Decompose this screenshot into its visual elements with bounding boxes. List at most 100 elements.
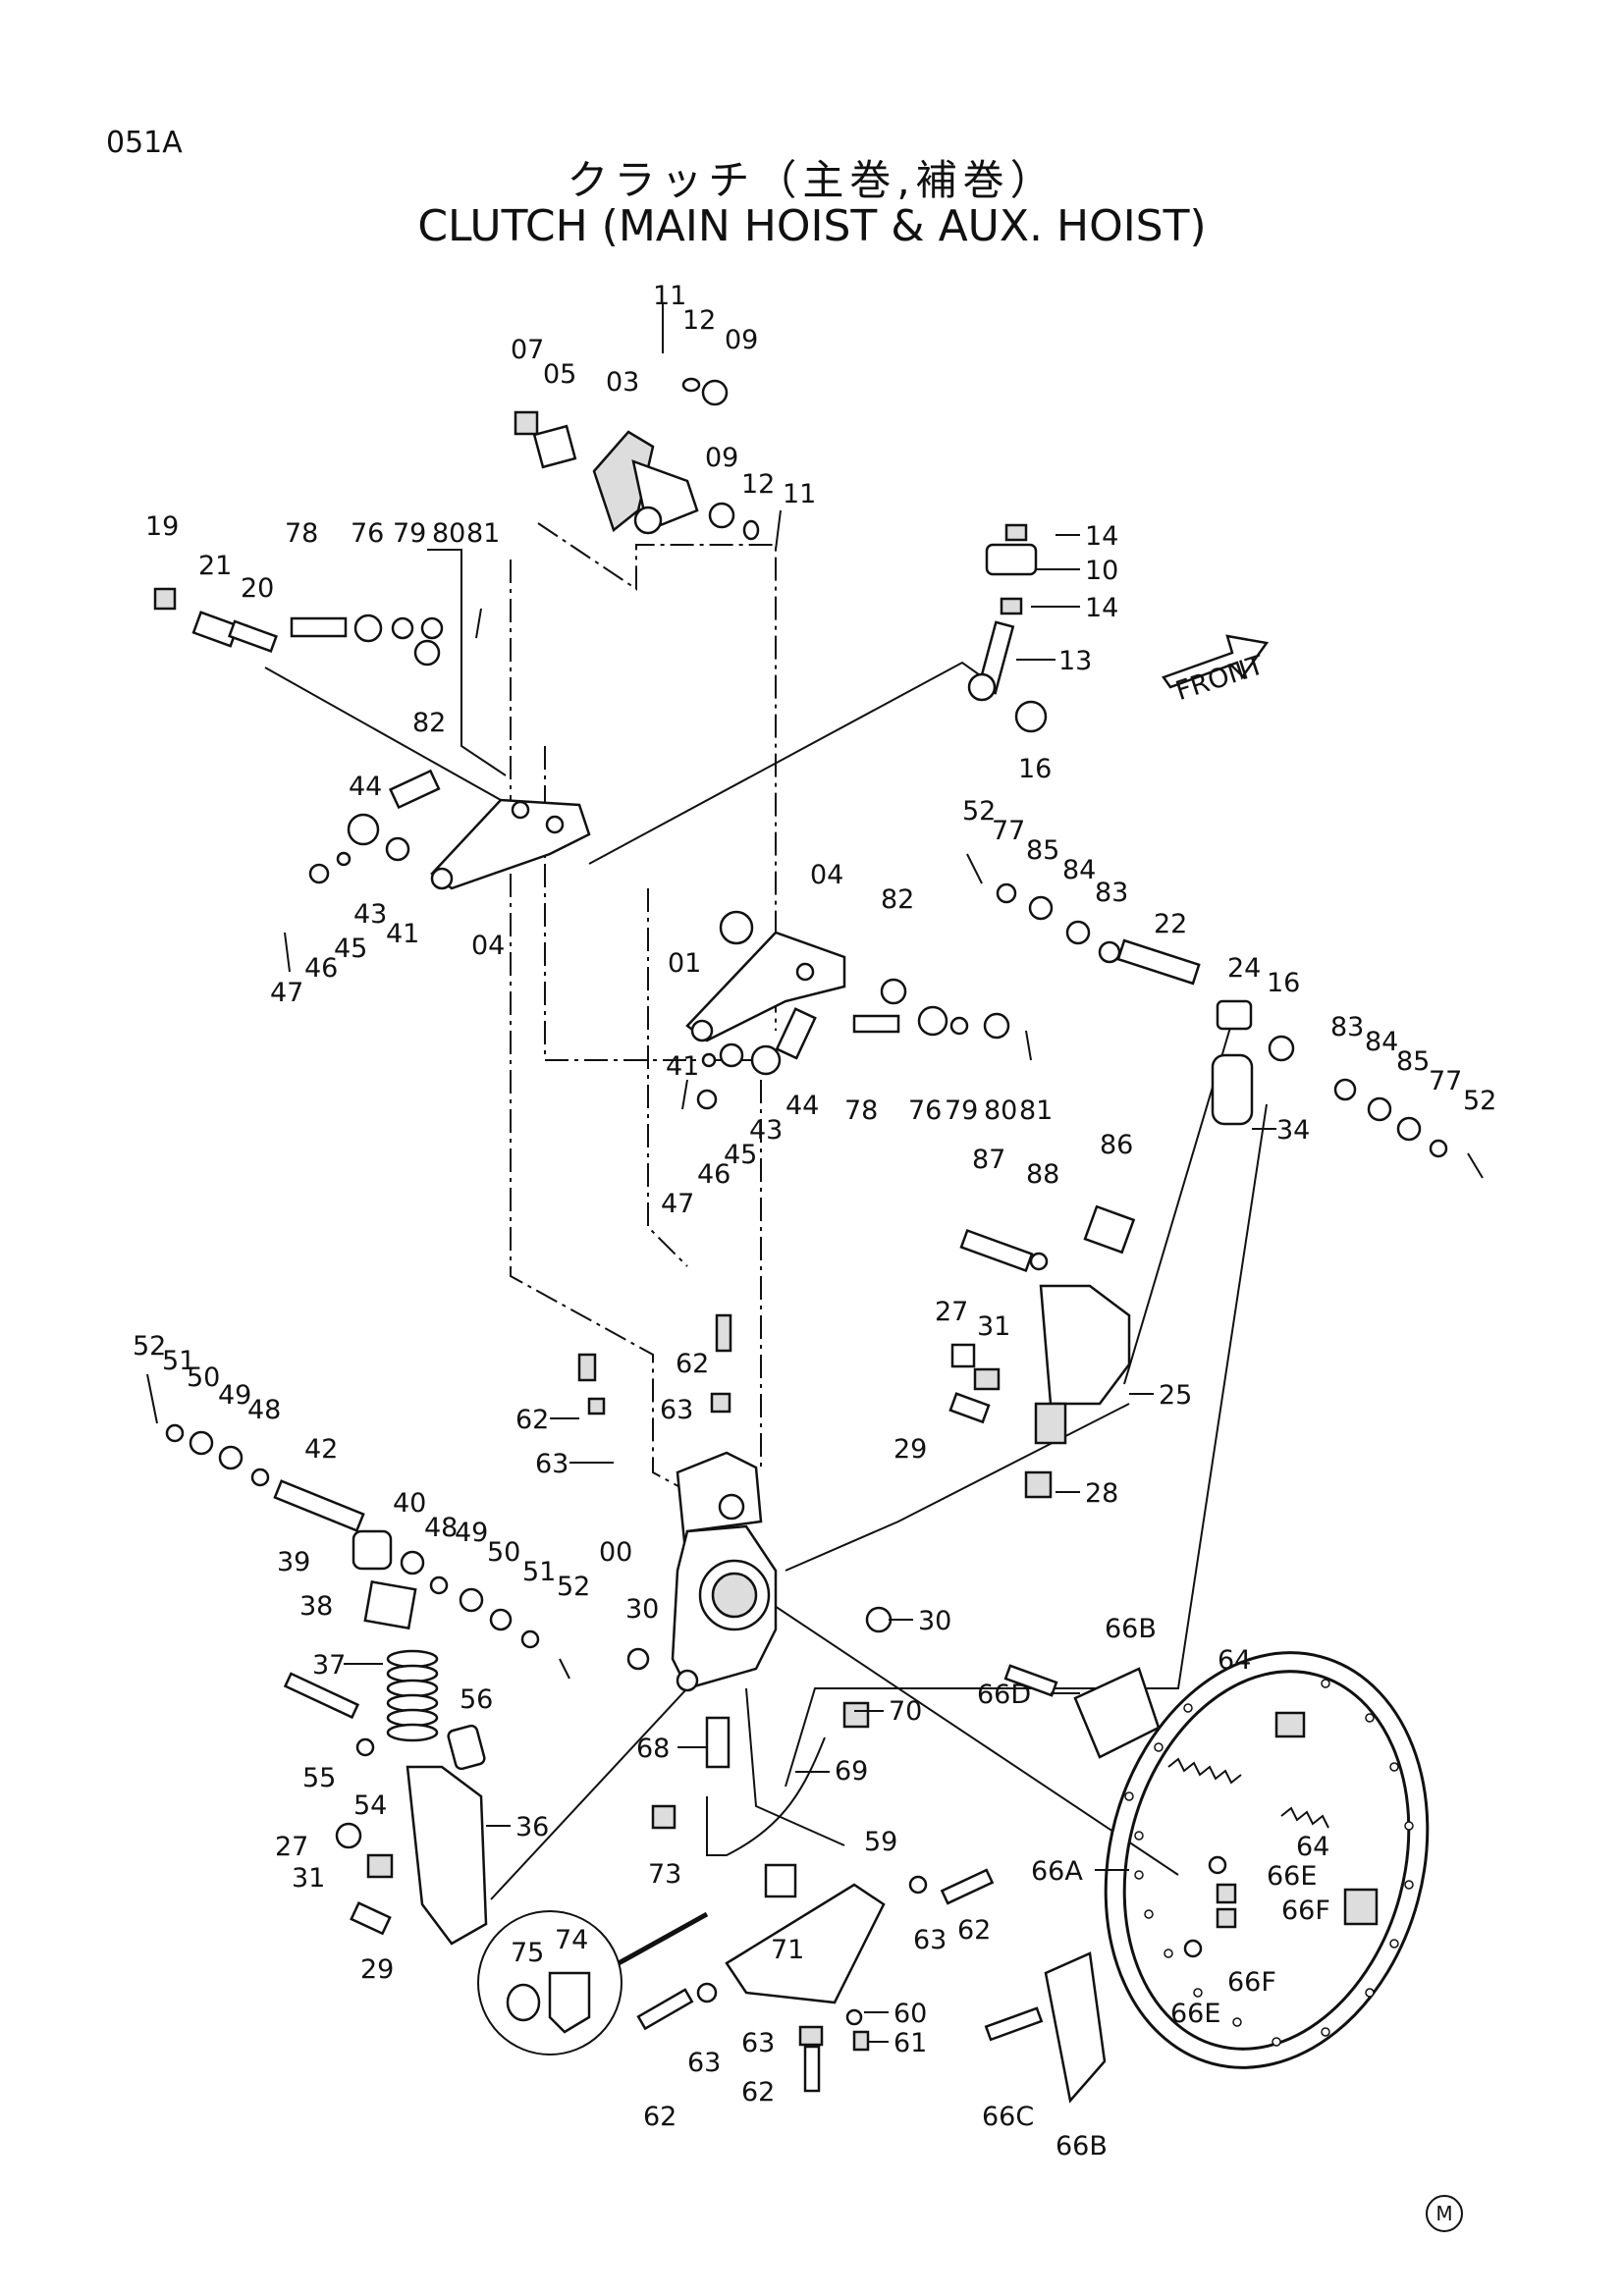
callout: 84 <box>1062 855 1096 885</box>
callout: 27 <box>935 1297 968 1327</box>
callout: 83 <box>1330 1012 1364 1042</box>
page-code: 051A <box>106 126 183 160</box>
callout: 80 <box>432 518 465 549</box>
callout: 73 <box>648 1859 681 1890</box>
callout: 43 <box>353 899 387 930</box>
callout: 45 <box>334 934 367 964</box>
callout: 63 <box>913 1925 947 1955</box>
callout: 27 <box>275 1832 308 1862</box>
callout: 83 <box>1095 878 1128 908</box>
callout: 68 <box>636 1734 670 1764</box>
callout: 77 <box>1429 1066 1462 1096</box>
callout: 66E <box>1267 1861 1317 1892</box>
callout: 46 <box>697 1159 731 1190</box>
callout: 49 <box>218 1380 251 1411</box>
callout: 29 <box>893 1434 927 1465</box>
callout: 54 <box>353 1790 387 1821</box>
callout: 77 <box>992 816 1025 846</box>
callout: 52 <box>133 1331 166 1362</box>
callout: 45 <box>724 1140 757 1170</box>
callout: 60 <box>893 1999 927 2029</box>
lever-25 <box>948 1204 1136 1499</box>
callout: 71 <box>771 1935 804 1965</box>
front-arrow: FRONT <box>1162 634 1270 707</box>
callout: 70 <box>889 1696 922 1727</box>
callout: 66E <box>1170 1999 1220 2029</box>
spring-lever-36 <box>283 1649 488 1946</box>
callout: 16 <box>1018 754 1052 784</box>
callout: 74 <box>555 1925 588 1955</box>
callout: 00 <box>599 1537 632 1568</box>
callout: 59 <box>864 1827 897 1857</box>
callout: 44 <box>785 1091 819 1121</box>
callout: 63 <box>535 1449 568 1479</box>
callout: 63 <box>687 2048 721 2078</box>
callout: 10 <box>1085 556 1118 586</box>
callout: 11 <box>653 281 686 311</box>
callout: 50 <box>487 1537 520 1568</box>
callout: 25 <box>1159 1380 1192 1411</box>
title-japanese: クラッチ（主巻,補巻） <box>567 156 1057 204</box>
callout: 16 <box>1267 968 1300 998</box>
callout: 21 <box>198 551 232 581</box>
callout: 51 <box>162 1346 195 1376</box>
callout: 28 <box>1085 1478 1118 1509</box>
callout: 41 <box>666 1051 699 1082</box>
callout: 85 <box>1026 835 1059 866</box>
callout: 62 <box>676 1349 709 1379</box>
callout: 78 <box>844 1095 878 1126</box>
callout: 86 <box>1100 1130 1133 1160</box>
title-english: CLUTCH (MAIN HOIST & AUX. HOIST) <box>417 201 1207 251</box>
callout: 24 <box>1227 953 1261 984</box>
callout: 62 <box>515 1405 549 1435</box>
callout-labels: 11 12 09 07 05 03 09 12 11 19 21 20 78 7… <box>133 281 1496 2162</box>
callout: 30 <box>918 1606 951 1636</box>
tube-bracket-59 <box>636 1701 995 2093</box>
callout: 85 <box>1396 1046 1430 1077</box>
callout: 20 <box>241 573 274 604</box>
callout: 62 <box>957 1915 991 1946</box>
callout: 79 <box>945 1095 978 1126</box>
callout: 14 <box>1085 521 1118 552</box>
callout: 66F <box>1281 1896 1330 1926</box>
callout: 47 <box>661 1189 694 1219</box>
callout: 48 <box>247 1395 281 1425</box>
pin-group-left <box>153 587 482 667</box>
callout: 51 <box>522 1557 556 1587</box>
callout: 82 <box>881 884 914 915</box>
callout: 41 <box>386 919 419 949</box>
pin-group-right <box>966 853 1484 1179</box>
callout: 52 <box>962 796 996 827</box>
callout: 55 <box>302 1763 336 1793</box>
callout: 46 <box>304 953 338 984</box>
callout: 62 <box>741 2077 775 2108</box>
callout: 48 <box>424 1513 458 1543</box>
callout: 56 <box>460 1684 493 1715</box>
callout: 66B <box>1056 2131 1108 2162</box>
callout: 36 <box>515 1812 549 1842</box>
callout: 63 <box>741 2028 775 2058</box>
callout: 52 <box>1463 1086 1496 1116</box>
callout: 88 <box>1026 1159 1059 1190</box>
callout: 39 <box>277 1547 310 1577</box>
callout: 07 <box>511 335 544 365</box>
bracket-04-right <box>681 910 1032 1110</box>
callout: 76 <box>351 518 384 549</box>
callout: 66B <box>1105 1614 1157 1644</box>
callout: 22 <box>1154 909 1187 939</box>
callout: 09 <box>725 325 758 355</box>
footer-mark: M <box>1426 2195 1463 2232</box>
bracket-04-left <box>284 769 591 973</box>
callout: 03 <box>606 367 639 398</box>
callout: 75 <box>511 1938 544 1968</box>
callout: 01 <box>668 948 701 979</box>
callout: 47 <box>270 978 303 1008</box>
callout: 69 <box>835 1756 868 1787</box>
callout: 52 <box>557 1572 590 1602</box>
callout: 29 <box>360 1954 394 1985</box>
callout: 64 <box>1218 1645 1251 1676</box>
callout: 64 <box>1296 1832 1329 1862</box>
callout: 50 <box>187 1362 220 1393</box>
callout: 04 <box>810 860 843 890</box>
